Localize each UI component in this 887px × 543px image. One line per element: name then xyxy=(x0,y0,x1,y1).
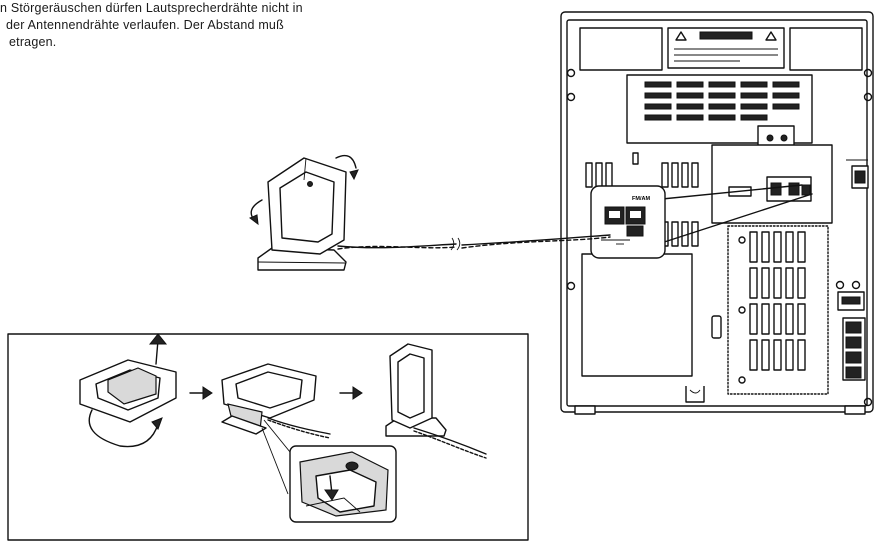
instruction-line-1: n Störgeräuschen dürfen Lautsprecherdräh… xyxy=(0,1,303,15)
vent-slots xyxy=(644,81,800,121)
stereo-rear-panel xyxy=(560,11,874,415)
assembly-step-1 xyxy=(79,333,177,448)
curved-arrow-icon xyxy=(88,409,159,448)
instruction-line-2: der Antennendrähte verlaufen. Der Abstan… xyxy=(6,18,284,32)
warning-triangle-icon xyxy=(765,31,777,41)
panel-label-fm-am: FM/AM xyxy=(632,196,650,202)
loop-antenna xyxy=(249,154,359,271)
speaker-terminals xyxy=(837,291,866,381)
assembly-detail-inset xyxy=(289,445,397,523)
assembly-step-2 xyxy=(221,363,331,495)
grille-slots xyxy=(749,231,806,371)
curved-arrow-icon xyxy=(249,214,259,226)
curved-arrow-icon xyxy=(349,169,359,181)
assembly-steps-box xyxy=(7,333,529,541)
assembly-step-3 xyxy=(385,343,487,459)
antenna-cable xyxy=(337,234,611,251)
instruction-text: n Störgeräuschen dürfen Lautsprecherdräh… xyxy=(0,0,400,51)
warning-label xyxy=(667,27,785,69)
instruction-line-3: etragen. xyxy=(9,35,57,49)
warning-triangle-icon xyxy=(675,31,687,41)
connector-callout: FM/AM xyxy=(590,184,813,259)
curved-arrow-icon xyxy=(335,154,357,169)
